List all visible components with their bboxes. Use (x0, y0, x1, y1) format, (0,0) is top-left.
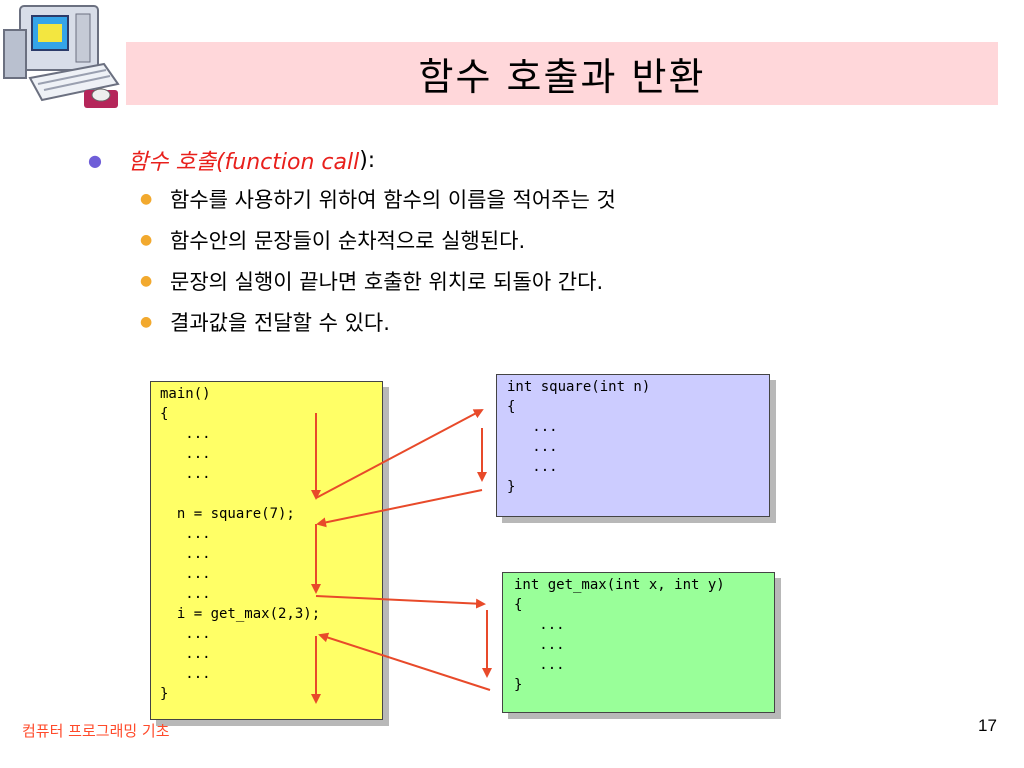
sub-bullet-text: 결과값을 전달할 수 있다. (170, 310, 390, 335)
computer-clipart-icon (3, 5, 120, 108)
code-line: ... (160, 426, 211, 442)
sub-bullet: ● 함수안의 문장들이 순차적으로 실행된다. (88, 219, 968, 260)
code-line: ... (160, 666, 211, 682)
sub-bullet-dot-icon: ● (140, 313, 153, 330)
code-line: int get_max(int x, int y) (514, 577, 725, 593)
code-line: ... (507, 439, 558, 455)
code-line: ... (507, 459, 558, 475)
bullet-main-black: ): (359, 147, 376, 173)
sub-bullet-text: 함수를 사용하기 위하여 함수의 이름을 적어주는 것 (170, 187, 616, 212)
code-line: } (507, 479, 516, 495)
bullet-main: ● 함수 호출(function call ): (88, 142, 968, 178)
code-line: int square(int n) (507, 379, 651, 395)
sub-bullet-text: 함수안의 문장들이 순차적으로 실행된다. (170, 228, 526, 253)
code-line: ... (507, 419, 558, 435)
footer-text: 컴퓨터 프로그래밍 기초 (22, 722, 170, 740)
code-line: ... (160, 646, 211, 662)
main-code-box: main() { ... ... ... n = square(7); ... .… (150, 381, 383, 720)
code-line: ... (514, 617, 565, 633)
code-line: ... (160, 466, 211, 482)
page-title: 함수 호출과 반환 (418, 55, 706, 99)
code-line: ... (160, 446, 211, 462)
getmax-code-box: int get_max(int x, int y) { ... ... ...} (502, 572, 775, 713)
code-line: main() (160, 386, 211, 402)
code-line: ... (160, 566, 211, 582)
sub-bullet-dot-icon: ● (140, 272, 153, 289)
bullet-main-red: 함수 호출(function call (128, 150, 360, 175)
sub-bullet-dot-icon: ● (140, 190, 153, 207)
sub-bullet: ● 문장의 실행이 끝나면 호출한 위치로 되돌아 간다. (88, 260, 968, 301)
code-line: ... (160, 526, 211, 542)
code-line: } (160, 686, 169, 702)
bullet-dot-icon: ● (88, 150, 102, 170)
code-line: ... (514, 657, 565, 673)
code-line: n = square(7); (160, 506, 295, 522)
bullet-list: ● 함수 호출(function call ): ● 함수를 사용하기 위하여 … (88, 142, 968, 342)
code-line: { (160, 406, 169, 422)
code-line: ... (160, 546, 211, 562)
sub-bullet-text: 문장의 실행이 끝나면 호출한 위치로 되돌아 간다. (170, 269, 604, 294)
sub-bullet: ● 함수를 사용하기 위하여 함수의 이름을 적어주는 것 (88, 178, 968, 219)
page-number: 17 (978, 716, 997, 735)
sub-bullet-dot-icon: ● (140, 231, 153, 248)
title-bar: 함수 호출과 반환 (126, 42, 998, 105)
code-line: i = get_max(2,3); (160, 606, 321, 622)
code-line: ... (160, 626, 211, 642)
code-line: { (507, 399, 516, 415)
code-line (160, 484, 382, 504)
code-line: ... (160, 586, 211, 602)
code-line: } (514, 677, 523, 693)
sub-bullet: ● 결과값을 전달할 수 있다. (88, 301, 968, 342)
code-line: ... (514, 637, 565, 653)
code-line: { (514, 597, 523, 613)
square-code-box: int square(int n) { ... ... ...} (496, 374, 770, 517)
